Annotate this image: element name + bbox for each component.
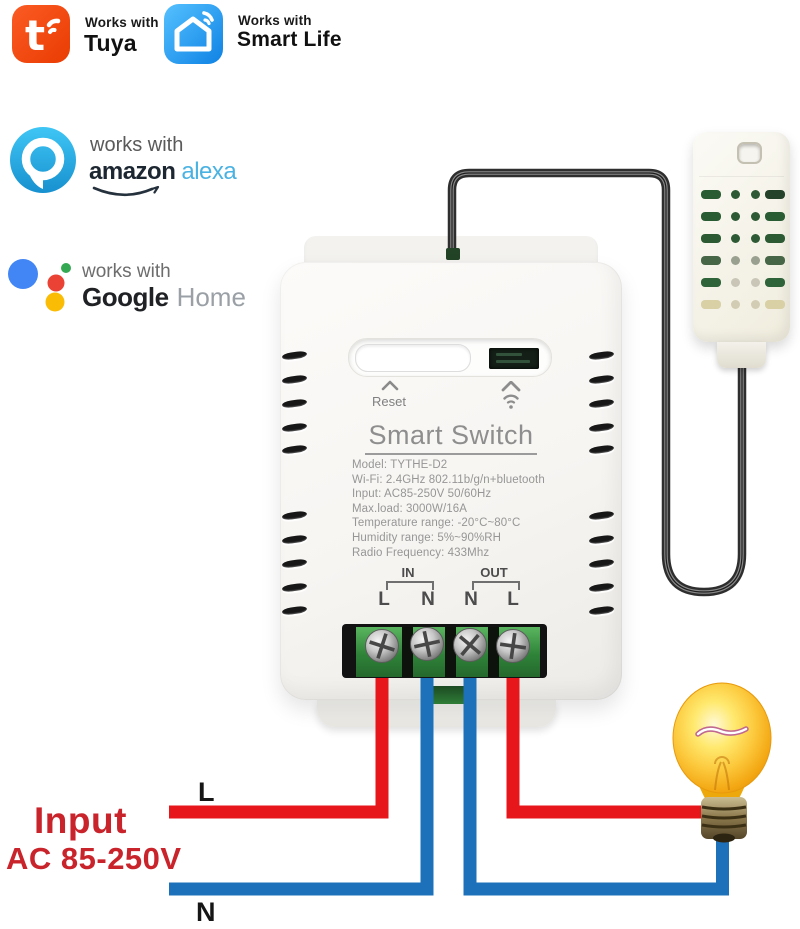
google-assistant-logo-icon xyxy=(8,259,71,312)
smart-life-logo-icon xyxy=(164,4,223,64)
svg-text:t: t xyxy=(25,11,45,60)
spec-line: Temperature range: -20°C~80°C xyxy=(352,517,521,530)
live-out-wire xyxy=(506,672,705,819)
spec-line: Model: TYTHE-D2 xyxy=(352,459,448,471)
live-in-wire xyxy=(169,672,389,819)
device-specs: Model: TYTHE-D2 Wi-Fi: 2.4GHz 802.11b/g/… xyxy=(352,458,545,560)
tuya-works-with-text: Works with xyxy=(85,15,159,30)
wifi-pair-icon xyxy=(501,381,521,409)
amazon-alexa-logo-icon xyxy=(10,127,76,193)
lcd-display xyxy=(489,348,539,369)
smart-life-works-with-text: Works with xyxy=(238,13,312,28)
input-voltage-label: AC 85-250V xyxy=(6,841,182,876)
live-line-label: L xyxy=(198,777,215,807)
sensor-mount-hole xyxy=(737,142,762,164)
alexa-works-with-text: works with xyxy=(90,134,184,156)
sensor-body xyxy=(693,132,790,342)
spec-line: Wi-Fi: 2.4GHz 802.11b/g/n+bluetooth xyxy=(352,473,545,486)
temp-humidity-sensor xyxy=(693,128,793,374)
amazon-brand-text: amazon xyxy=(89,158,176,185)
input-label: Input xyxy=(34,800,127,841)
terminal-block-edge xyxy=(424,686,471,704)
in-group-bracket xyxy=(386,581,434,590)
neutral-out-wire xyxy=(463,672,729,896)
reset-label: Reset xyxy=(372,394,406,409)
pin-label-out-n: N xyxy=(464,589,478,610)
neutral-line-label: N xyxy=(196,897,216,927)
screw-icon xyxy=(453,628,487,662)
reset-button-slot xyxy=(355,344,471,372)
out-group-label: OUT xyxy=(480,565,508,580)
spec-line: Max.load: 3000W/16A xyxy=(352,502,468,515)
pin-label-out-l: L xyxy=(507,589,519,610)
neutral-in-wire xyxy=(169,672,434,896)
spec-line: Radio Frequency: 433Mhz xyxy=(352,546,490,559)
terminal-screws xyxy=(365,627,530,663)
chevron-up-icon xyxy=(381,380,399,391)
control-recess xyxy=(348,338,552,377)
bulb-stem xyxy=(714,756,730,791)
spec-line: Input: AC85-250V 50/60Hz xyxy=(352,488,492,501)
google-home-brand-text: Home xyxy=(176,282,246,312)
cable-connector xyxy=(446,248,460,260)
smart-life-brand-text: Smart Life xyxy=(237,28,342,51)
tuya-brand-text: Tuya xyxy=(84,30,137,56)
bulb-filament xyxy=(696,727,748,736)
device-title: Smart Switch xyxy=(280,420,622,455)
screw-icon xyxy=(496,629,530,663)
light-bulb xyxy=(672,682,772,843)
screw-icon xyxy=(410,627,444,661)
google-works-with-text: works with xyxy=(82,261,171,282)
spec-line: Humidity range: 5%~90%RH xyxy=(352,531,502,544)
google-brand-text: Google xyxy=(82,282,169,312)
screw-icon xyxy=(365,629,399,663)
out-group-bracket xyxy=(472,581,520,590)
amazon-smile-icon xyxy=(92,186,160,197)
in-group-label: IN xyxy=(401,565,415,580)
pin-label-in-l: L xyxy=(378,589,390,610)
sensor-cable-connector xyxy=(717,342,766,368)
tuya-logo-icon: t xyxy=(12,5,70,63)
alexa-brand-text: alexa xyxy=(181,158,237,185)
pin-label-in-n: N xyxy=(421,589,435,610)
